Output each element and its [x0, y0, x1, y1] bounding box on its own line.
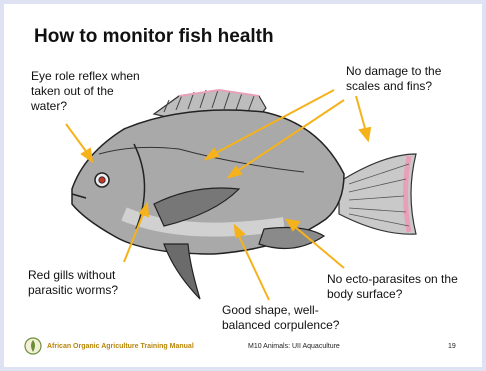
page-number: 19 [448, 343, 456, 350]
footer-manual-title: African Organic Agriculture Training Man… [47, 343, 194, 350]
footer-module: M10 Animals: UII Aquaculture [248, 343, 340, 350]
slide: How to monitor fish health [4, 4, 482, 367]
label-eye-reflex: Eye role reflex when taken out of the wa… [31, 69, 171, 114]
label-red-gills: Red gills without parasitic worms? [28, 268, 168, 298]
label-ecto-parasites: No ecto-parasites on the body surface? [327, 272, 477, 302]
label-scales-fins: No damage to the scales and fins? [346, 64, 476, 94]
anal-fin [259, 228, 324, 249]
manual-logo-icon [24, 337, 42, 355]
label-good-shape: Good shape, well- balanced corpulence? [222, 303, 372, 333]
